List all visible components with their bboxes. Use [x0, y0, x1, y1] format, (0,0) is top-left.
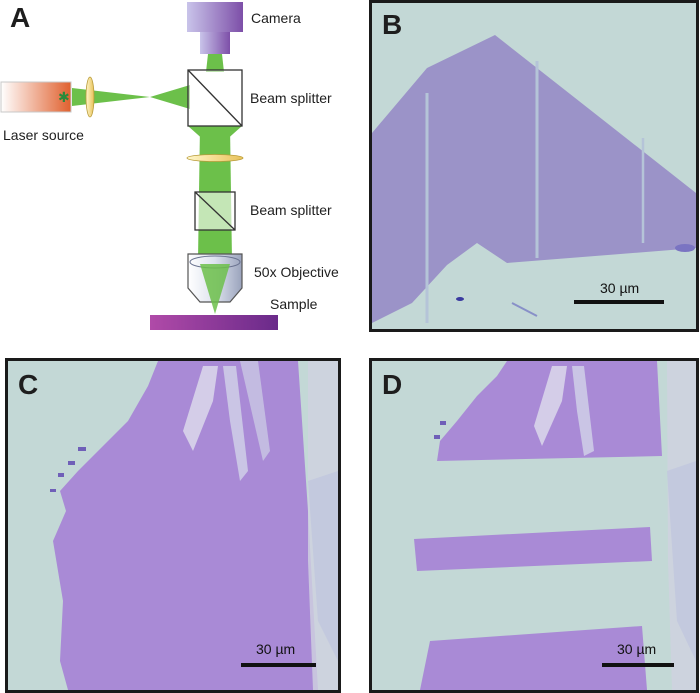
beam-splitter-icon	[187, 69, 243, 127]
svg-text:✱: ✱	[58, 90, 70, 106]
sample-label: Sample	[270, 296, 318, 312]
camera-beam	[206, 54, 224, 72]
lens-icon	[85, 76, 95, 118]
panel-a: ✱	[0, 0, 360, 340]
camera-icon	[187, 2, 243, 54]
flake-region	[414, 527, 652, 571]
beam-splitter-label-top: Beam splitter	[250, 90, 332, 106]
objective-icon	[187, 253, 243, 314]
laser-source-icon: ✱	[0, 81, 72, 113]
panel-label-a: A	[10, 2, 31, 33]
sample-stage-icon	[150, 315, 278, 330]
scalebar-label-b: 30 µm	[600, 280, 639, 296]
micrograph-d: 30 µm D	[369, 358, 699, 693]
scalebar-c	[241, 663, 316, 667]
scalebar-label-d: 30 µm	[617, 641, 656, 657]
beam-splitter-icon	[194, 191, 236, 231]
setup-diagram: ✱	[0, 2, 278, 330]
panel-label-b: B	[382, 9, 403, 40]
camera-label: Camera	[251, 10, 301, 26]
flake-region	[372, 35, 696, 323]
scalebar-b	[574, 300, 664, 304]
laser-source-label: Laser source	[3, 127, 84, 143]
flake-region	[53, 361, 318, 690]
micrograph-b: 30 µm B	[369, 0, 699, 332]
lens-icon	[186, 154, 244, 162]
panel-label-c: C	[18, 369, 39, 400]
panel-label-d: D	[382, 369, 403, 400]
beam-splitter-label-bottom: Beam splitter	[250, 202, 332, 218]
micrograph-c: 30 µm C	[5, 358, 341, 693]
scalebar-label-c: 30 µm	[256, 641, 295, 657]
scalebar-d	[602, 663, 674, 667]
flake-region	[420, 626, 647, 690]
objective-label: 50x Objective	[254, 264, 339, 280]
